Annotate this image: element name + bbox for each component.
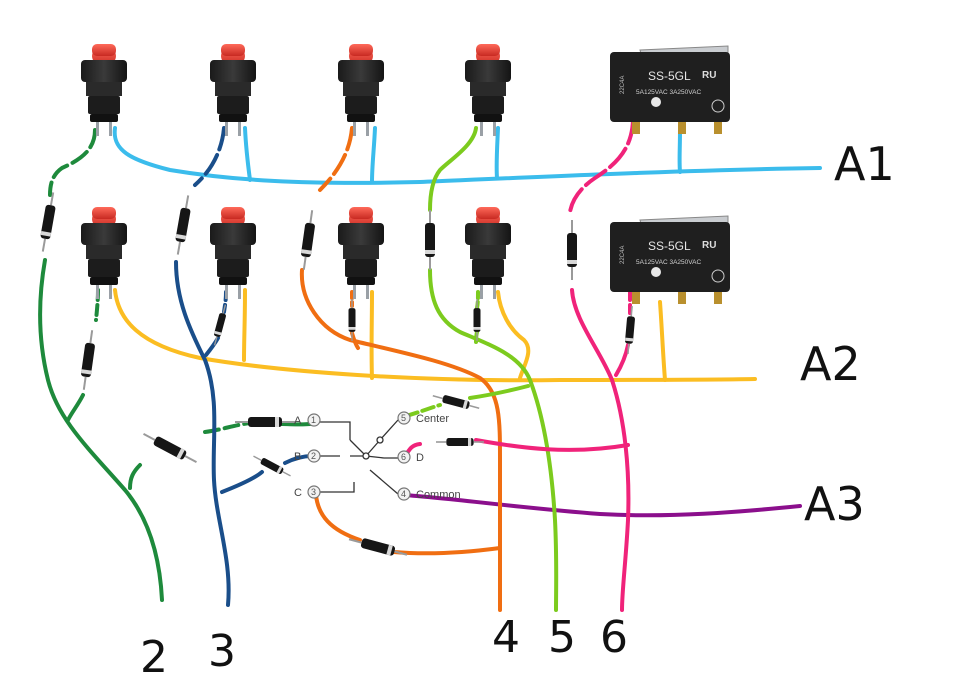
diode-col2-a1 [36,190,60,254]
diode-col4-a1 [297,208,319,272]
terminal-number-6: 6 [401,452,406,462]
microswitch-model: SS-5GL [648,239,691,253]
microswitch-model: SS-5GL [648,69,691,83]
push-button-a1-col3 [210,44,256,136]
push-button-a2-col4 [338,207,384,299]
col-label-3: 3 [208,626,236,677]
terminal-label-c: C [294,487,302,499]
col-5-wire [404,126,559,612]
row-label-a3: A3 [804,477,865,531]
col-label-4: 4 [492,612,520,663]
push-button-a1-col5 [465,44,511,136]
diode-col3-a1 [171,193,195,257]
terminal-label-b: B [294,451,301,463]
push-button-a1-col4 [338,44,384,136]
row-label-a2: A2 [800,337,861,391]
terminal-number-1: 1 [311,415,316,425]
row-a1-wire [112,126,822,185]
ul-mark-icon: RU [702,70,716,81]
terminal-label-a: A [294,415,302,427]
terminal-number-2: 2 [311,451,316,461]
push-button-a2-col2 [81,207,127,299]
diode-col5-rotary-center [430,391,482,413]
col-2-wire [38,128,312,602]
terminal-label-d: D [416,452,424,464]
col-label-6: 6 [600,612,628,663]
col-3-wire [174,126,314,607]
terminal-number-4: 4 [401,489,406,499]
row-label-a1: A1 [834,137,895,191]
terminal-number-5: 5 [401,413,406,423]
microswitch-side-code: 22C4A [620,76,626,94]
terminal-label-common: Common [416,489,461,501]
col-label-5: 5 [548,612,576,663]
microswitch-a2-col6: SS-5GL 5A125VAC 3A250VAC 22C4A RU [610,215,730,304]
diode-col2-rotary-b [140,428,200,468]
push-button-a2-col3 [210,207,256,299]
push-button-a2-col5 [465,207,511,299]
microswitch-rating: 5A125VAC 3A250VAC [636,259,701,266]
microswitch-rating: 5A125VAC 3A250VAC [636,89,701,96]
microswitch-side-code: 22C4A [620,246,626,264]
rotary-switch-schematic: 1 2 3 5 6 4 A B C D Center Common [294,411,461,501]
diode-col2-a2 [77,328,99,392]
col-6-wire [402,118,635,612]
ul-mark-icon: RU [702,240,716,251]
row-a2-wire [113,288,757,383]
diode-col5-a1 [424,209,436,271]
terminal-number-3: 3 [311,487,316,497]
microswitch-a1-col6: SS-5GL 5A125VAC 3A250VAC 22C4A RU [610,45,730,134]
row-a3-wire [402,493,802,518]
terminal-label-center: Center [416,413,449,425]
push-button-a1-col2 [81,44,127,136]
diode-col6-a1 [566,219,578,281]
col-label-2: 2 [140,632,168,683]
col-4-wire [299,126,503,612]
